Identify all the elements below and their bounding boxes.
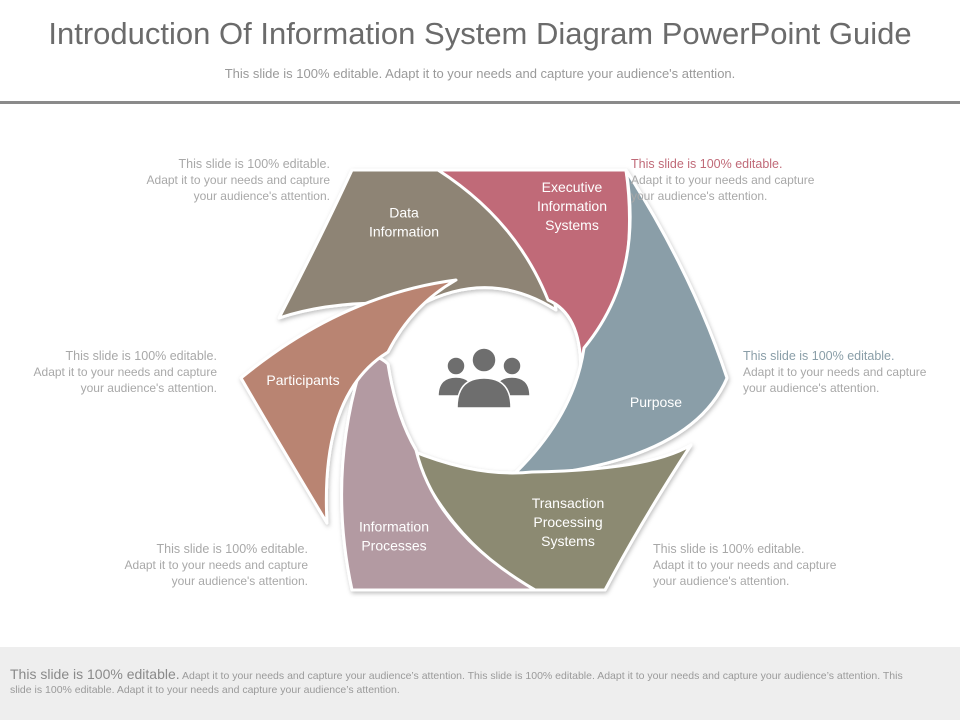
page-title: Introduction Of Information System Diagr… <box>48 16 912 51</box>
note-executive-information-systems-head: This slide is 100% editable. <box>631 157 783 171</box>
segment-participants-label: Participants <box>266 372 339 388</box>
note-purpose: This slide is 100% editable. Adapt it to … <box>743 348 933 396</box>
note-data-information-body: Adapt it to your needs and capture your … <box>146 173 330 203</box>
note-transaction-processing-systems: This slide is 100% editable. Adapt it to … <box>653 541 843 589</box>
segment-purpose-label: Purpose <box>630 394 682 410</box>
footer-lead: This slide is 100% editable. <box>10 666 180 682</box>
note-purpose-head: This slide is 100% editable. <box>743 349 895 363</box>
note-transaction-processing-systems-body: Adapt it to your needs and capture your … <box>653 558 837 588</box>
note-participants-head: This slide is 100% editable. <box>65 349 217 363</box>
note-information-processes-head: This slide is 100% editable. <box>156 542 308 556</box>
segment-information-processes <box>340 352 537 592</box>
page-subtitle: This slide is 100% editable. Adapt it to… <box>224 66 736 81</box>
footer-text: This slide is 100% editable. Adapt it to… <box>10 667 910 697</box>
header-divider <box>0 101 960 104</box>
note-data-information-head: This slide is 100% editable. <box>178 157 330 171</box>
footer-body: Adapt it to your needs and capture your … <box>10 670 903 696</box>
note-information-processes: This slide is 100% editable. Adapt it to … <box>118 541 308 589</box>
note-executive-information-systems-body: Adapt it to your needs and capture your … <box>631 173 815 203</box>
note-purpose-body: Adapt it to your needs and capture your … <box>743 365 927 395</box>
segment-participants <box>239 278 458 525</box>
people-group-icon <box>437 347 531 409</box>
note-participants: This slide is 100% editable. Adapt it to … <box>27 348 217 396</box>
note-participants-body: Adapt it to your needs and capture your … <box>33 365 217 395</box>
note-data-information: This slide is 100% editable. Adapt it to … <box>140 156 330 204</box>
footer-panel: This slide is 100% editable. Adapt it to… <box>0 647 960 720</box>
note-transaction-processing-systems-head: This slide is 100% editable. <box>653 542 805 556</box>
note-information-processes-body: Adapt it to your needs and capture your … <box>124 558 308 588</box>
note-executive-information-systems: This slide is 100% editable. Adapt it to … <box>631 156 821 204</box>
